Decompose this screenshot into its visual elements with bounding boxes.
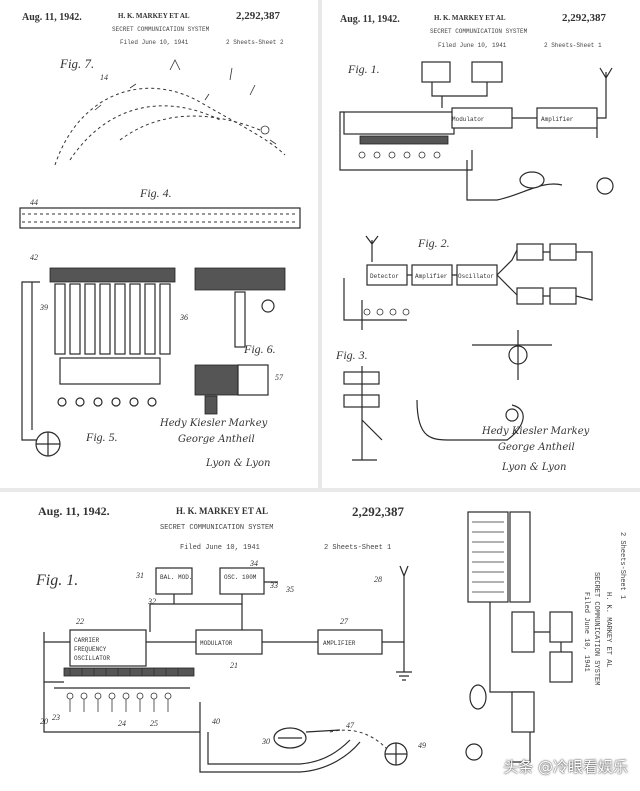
attorney-signature: Lyon & Lyon xyxy=(206,458,271,469)
fig1-small-caption: Fig. 1. xyxy=(348,62,380,76)
svg-text:Oscillator: Oscillator xyxy=(458,273,494,280)
rotated-title: SECRET COMMUNICATION SYSTEM xyxy=(592,572,600,686)
sheet1-large-circuit: BAL. MOD. OSC. 100M CARRIER FREQUENCY OS… xyxy=(40,559,426,773)
svg-text:25: 25 xyxy=(150,719,158,728)
patent-sheet-2: Aug. 11, 1942. H. K. MARKEY ET AL 2,292,… xyxy=(0,0,318,480)
amplifier-block xyxy=(317,629,383,655)
rotated-sheet-drawings xyxy=(465,511,573,763)
sheet2-date: Aug. 11, 1942. xyxy=(22,12,82,23)
patent-sheet-rotated: H. K. MARKEY ET AL SECRET COMMUNICATION … xyxy=(450,492,640,791)
svg-text:27: 27 xyxy=(340,617,349,626)
svg-text:40: 40 xyxy=(212,717,220,726)
svg-text:30: 30 xyxy=(261,737,270,746)
fig2-caption: Fig. 2. xyxy=(418,236,450,250)
svg-text:14: 14 xyxy=(100,73,108,82)
sheet2-sheets: 2 Sheets-Sheet 2 xyxy=(226,39,284,46)
svg-text:FREQUENCY: FREQUENCY xyxy=(74,646,107,653)
fig4-strip-drawing xyxy=(19,207,301,229)
svg-text:20: 20 xyxy=(40,717,48,726)
fig1-small-circuit: Modulator Amplifier xyxy=(339,61,614,201)
svg-text:35: 35 xyxy=(285,585,294,594)
sheet2-title: SECRET COMMUNICATION SYSTEM xyxy=(112,26,210,33)
svg-text:49: 49 xyxy=(418,741,426,750)
fig3-caption: Fig. 3. xyxy=(336,348,368,362)
carrier-oscillator-block xyxy=(69,629,147,667)
signature-antheil-2: George Antheil xyxy=(498,442,575,453)
signature-antheil: George Antheil xyxy=(178,434,255,445)
svg-text:Amplifier: Amplifier xyxy=(541,116,574,123)
svg-text:Detector: Detector xyxy=(370,273,399,280)
svg-text:33: 33 xyxy=(269,581,278,590)
vertical-divider xyxy=(318,0,322,490)
svg-text:MODULATOR: MODULATOR xyxy=(200,640,233,647)
signature-markey: Hedy Kiesler Markey xyxy=(160,418,268,429)
sheet1s-inventor: H. K. MARKEY ET AL xyxy=(434,14,506,22)
patent-sheet-1-large: Aug. 11, 1942. H. K. MARKEY ET AL 2,292,… xyxy=(0,492,446,791)
svg-text:24: 24 xyxy=(118,719,126,728)
svg-text:22: 22 xyxy=(76,617,84,626)
sheet1s-filed: Filed June 10, 1941 xyxy=(438,42,507,49)
svg-text:31: 31 xyxy=(135,571,144,580)
svg-text:39: 39 xyxy=(39,303,48,312)
sheet2-patent-no: 2,292,387 xyxy=(236,10,280,22)
sheet1s-title: SECRET COMMUNICATION SYSTEM xyxy=(430,28,528,35)
svg-text:BAL. MOD.: BAL. MOD. xyxy=(160,574,192,581)
sheet1l-inventor: H. K. MARKEY ET AL xyxy=(176,506,269,516)
rotated-filed: Filed June 10, 1941 xyxy=(582,592,590,672)
sheet1s-patent-no: 2,292,387 xyxy=(562,12,606,24)
horizontal-divider xyxy=(0,488,640,492)
sheet1s-sheets: 2 Sheets-Sheet 1 xyxy=(544,42,602,49)
svg-text:Modulator: Modulator xyxy=(452,116,485,123)
fig1-large-caption: Fig. 1. xyxy=(36,572,79,589)
sheet2-drawings: 14 44 42 39 36 57 xyxy=(19,59,301,457)
osc-block xyxy=(219,567,265,595)
svg-text:36: 36 xyxy=(179,313,188,322)
fig6-section-drawing xyxy=(194,267,286,415)
svg-text:28: 28 xyxy=(374,575,382,584)
svg-text:AMPLIFIER: AMPLIFIER xyxy=(323,640,356,647)
svg-text:47: 47 xyxy=(346,721,355,730)
sheet1-small-drawings: Modulator Amplifier Detector Amplifier O… xyxy=(339,61,614,461)
svg-text:34: 34 xyxy=(249,559,258,568)
svg-text:CARRIER: CARRIER xyxy=(74,637,100,644)
svg-text:57: 57 xyxy=(275,373,284,382)
sheet2-inventor: H. K. MARKEY ET AL xyxy=(118,12,190,20)
watermark: 头条 @冷眼看娱乐 xyxy=(503,758,628,776)
sheet1l-title: SECRET COMMUNICATION SYSTEM xyxy=(160,524,274,532)
svg-text:Amplifier: Amplifier xyxy=(415,273,448,280)
svg-text:OSCILLATOR: OSCILLATOR xyxy=(74,655,110,662)
sheet1l-sheets: 2 Sheets-Sheet 1 xyxy=(324,544,392,552)
bal-mod-block xyxy=(155,567,193,595)
attorney-signature-2: Lyon & Lyon xyxy=(502,462,567,473)
fig5-tube-array-drawing xyxy=(21,267,176,457)
svg-text:32: 32 xyxy=(147,597,156,606)
fig6-caption: Fig. 6. xyxy=(244,342,276,356)
sheet2-filed: Filed June 10, 1941 xyxy=(120,39,189,46)
sheet1l-filed: Filed June 10, 1941 xyxy=(180,544,260,552)
fig4-caption: Fig. 4. xyxy=(140,186,172,200)
fig7-caption: Fig. 7. xyxy=(60,56,95,71)
sheet1l-date: Aug. 11, 1942. xyxy=(38,504,110,518)
svg-text:44: 44 xyxy=(30,198,38,207)
svg-text:21: 21 xyxy=(230,661,238,670)
svg-text:42: 42 xyxy=(30,253,38,262)
fig5-caption: Fig. 5. xyxy=(86,430,118,444)
svg-text:OSC. 100M: OSC. 100M xyxy=(224,574,257,581)
patent-sheet-1-small: Aug. 11, 1942. H. K. MARKEY ET AL 2,292,… xyxy=(322,0,640,490)
svg-text:23: 23 xyxy=(52,713,60,722)
sheet1l-patent-no: 2,292,387 xyxy=(352,504,404,519)
signature-markey-2: Hedy Kiesler Markey xyxy=(482,426,590,437)
rotated-inventor: H. K. MARKEY ET AL xyxy=(604,592,612,668)
fig7-trajectory-drawing xyxy=(54,59,286,166)
fig2-receiver-circuit: Detector Amplifier Oscillator xyxy=(343,235,593,380)
rotated-sheets: 2 Sheets-Sheet 1 xyxy=(618,532,626,600)
fig3-mechanism xyxy=(343,366,524,461)
sheet1s-date: Aug. 11, 1942. xyxy=(340,14,400,25)
